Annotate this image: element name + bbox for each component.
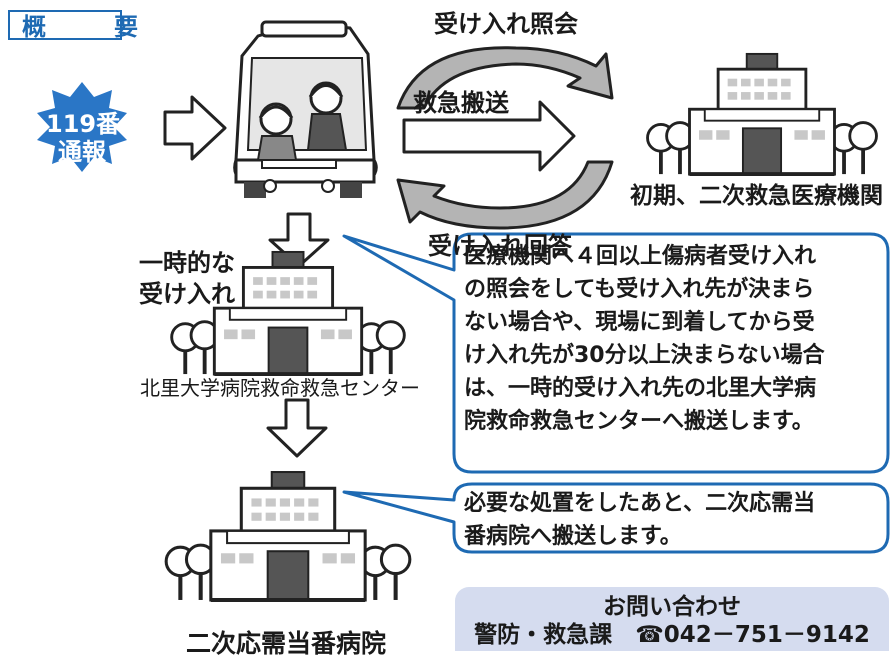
callout-text-1: 医療機関へ４回以上傷病者受け入れ の照会をしても受け入れ先が決まら ない場合や、… [464,240,825,438]
temporary-label-line-1: 一時的な [139,249,235,277]
callout-2-line-2: 番病院へ搬送します。 [464,524,682,549]
callout-1-line-2: の照会をしても受け入れ先が決まら [464,277,815,302]
callout-1-line-5: は、一時的受け入れ先の北里大学病 [464,376,817,401]
response-label: 受け入れ回答 [428,232,572,260]
arrow-to-ambulance [163,95,227,161]
overview-label: 概 要 [8,10,138,41]
temporary-label-line-2: 受け入れ [139,280,235,308]
primary-hospital-label: 初期、二次救急医療機関 [630,183,883,209]
transport-label: 救急搬送 [413,89,509,117]
response-arrow [396,160,614,230]
secondary-hospital-illustration [166,472,410,600]
primary-hospital-illustration [648,54,877,174]
callout-1-line-1: 医療機関へ４回以上傷病者受け入れ [464,244,817,269]
down-arrow-2 [266,398,328,458]
badge-line-2: 通報 [58,138,106,166]
callout-text-2: 必要な処置をしたあと、二次応需当 番病院へ搬送します。 [464,487,815,553]
secondary-hospital-label: 二次応需当番病院 [186,629,387,658]
callout-box-2 [342,482,890,554]
contact-box: お問い合わせ 警防・救急課 ☎042－751－9142 [455,587,889,651]
inquiry-label: 受け入れ照会 [434,10,578,38]
contact-title: お問い合わせ [603,594,741,620]
ambulance-illustration [233,20,378,198]
callout-2-line-1: 必要な処置をしたあと、二次応需当 [464,491,816,516]
inquiry-arrow [396,46,614,110]
callout-1-line-4: け入れ先が30分以上決まらない場合 [464,343,825,368]
report-starburst [37,82,127,172]
callout-1-line-3: ない場合や、現場に到着してから受 [464,310,815,335]
contact-phone: 警防・救急課 ☎042－751－9142 [474,622,870,648]
callout-box-1 [342,232,890,474]
badge-line-1: 119番 [46,110,121,138]
callout-1-line-6: 院救命救急センターへ搬送します。 [464,409,814,434]
transport-arrow [402,100,576,172]
kitasato-hospital-label: 北里大学病院救命救急センター [140,376,420,400]
